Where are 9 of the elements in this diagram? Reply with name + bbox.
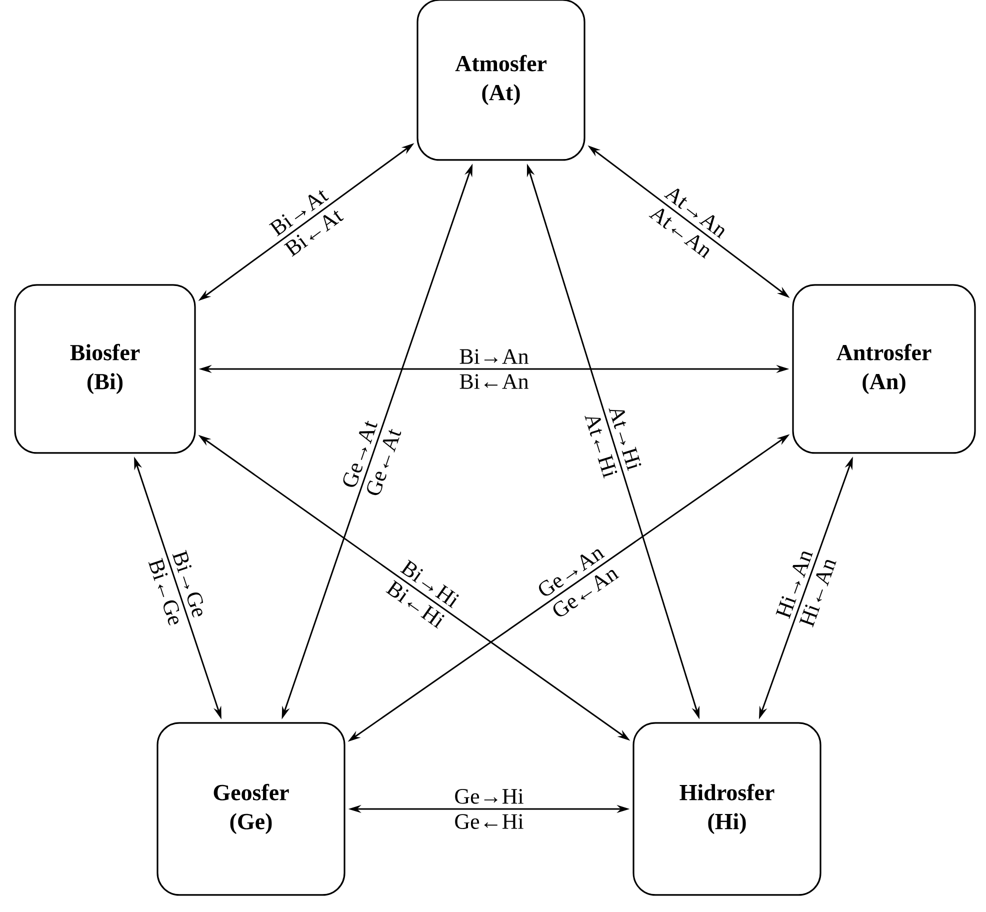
- node-box: Atmosfer (At): [416, 0, 586, 161]
- node-box: Hidrosfer (Hi): [632, 722, 822, 896]
- edge-label: Ge→Hi: [455, 789, 524, 804]
- node-box: Geosfer (Ge): [156, 722, 346, 896]
- direction-label: Ge←Hi: [455, 814, 524, 829]
- edge-label: Bi→An: [460, 349, 528, 364]
- direction-label: Bi←An: [460, 374, 528, 389]
- node-box: Biosfer (Bi): [14, 284, 196, 454]
- node-box: Antrosfer (An): [792, 284, 976, 454]
